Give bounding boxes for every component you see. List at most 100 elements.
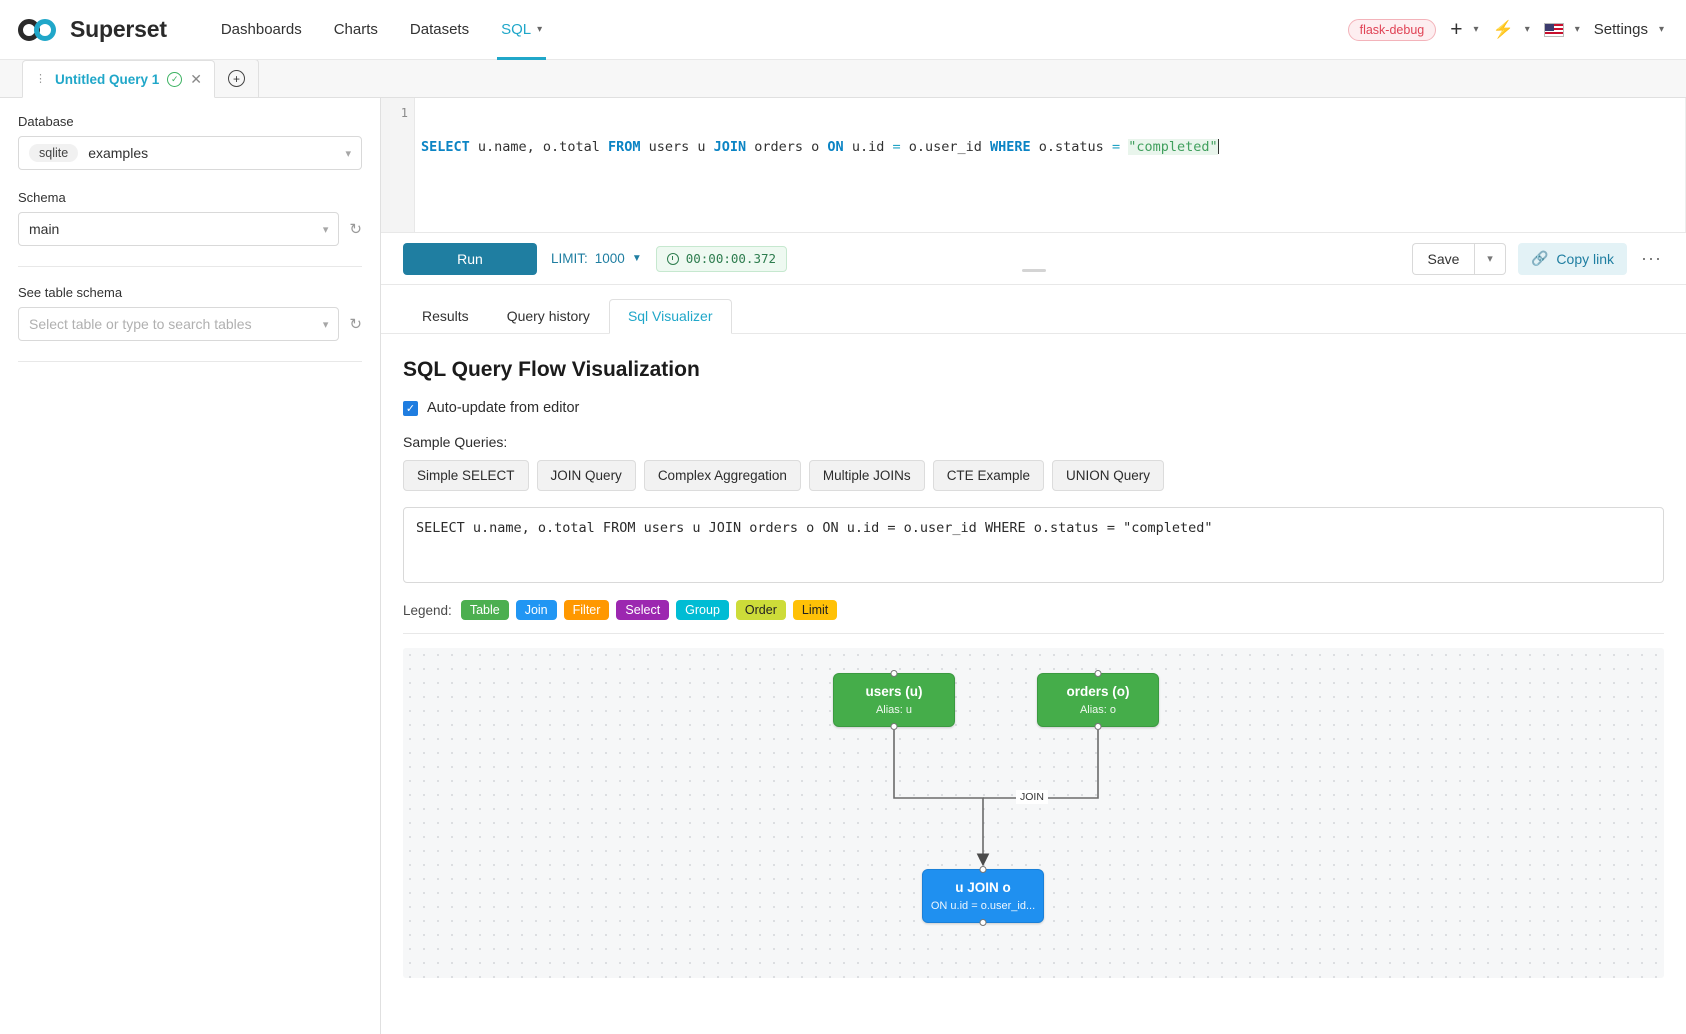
- code-token: JOIN: [713, 139, 747, 155]
- sample-button-cte-example[interactable]: CTE Example: [932, 460, 1044, 491]
- code-token: =: [892, 139, 901, 155]
- workspace: Database sqlite examples ▾ Schema main ▾…: [0, 98, 1686, 1034]
- nav-label-dashboards: Dashboards: [220, 21, 302, 38]
- chevron-down-icon: ▾: [1487, 253, 1493, 265]
- node-title: users (u): [865, 684, 923, 699]
- flow-node-orders[interactable]: orders (o) Alias: o: [1037, 670, 1159, 730]
- query-tab-bar: ⋮ Untitled Query 1 ✓ ✕ +: [0, 59, 1686, 98]
- nav-label-sql: SQL: [501, 21, 532, 38]
- node-subtitle: Alias: u: [875, 704, 913, 716]
- legend-chip-table: Table: [460, 600, 509, 620]
- us-flag-icon: [1543, 22, 1564, 37]
- sample-button-complex-aggregation[interactable]: Complex Aggregation: [643, 460, 801, 491]
- nav-item-charts[interactable]: Charts: [318, 0, 394, 60]
- flow-edges: [893, 730, 1099, 867]
- save-dropdown-button[interactable]: ▾: [1473, 242, 1506, 275]
- code-token: FROM: [607, 139, 641, 155]
- bolt-icon: ⚡: [1492, 20, 1514, 39]
- visualizer-sql-input[interactable]: [403, 507, 1664, 583]
- panel-resize-handle[interactable]: [1021, 269, 1046, 272]
- limit-dropdown[interactable]: LIMIT: 1000 ▼: [551, 251, 642, 266]
- refresh-schema-icon[interactable]: ↻: [349, 221, 362, 238]
- page-title: SQL Query Flow Visualization: [403, 358, 700, 381]
- auto-update-label[interactable]: Auto-update from editor: [427, 400, 580, 416]
- node-handle-bottom[interactable]: [979, 919, 987, 926]
- chevron-down-icon: ▾: [1574, 24, 1580, 35]
- node-handle-top[interactable]: [890, 670, 898, 677]
- sample-button-simple-select[interactable]: Simple SELECT: [403, 460, 529, 491]
- run-button[interactable]: Run: [403, 242, 537, 275]
- database-label: Database: [18, 114, 74, 129]
- nav-label-datasets: Datasets: [409, 21, 470, 38]
- code-token: o.user_id: [900, 139, 991, 155]
- sql-editor[interactable]: 1 SELECT u.name, o.total FROM users u JO…: [381, 98, 1686, 233]
- superset-logo[interactable]: Superset: [18, 16, 167, 43]
- table-select[interactable]: Select table or type to search tables ▾: [18, 307, 340, 341]
- database-select[interactable]: sqlite examples ▾: [18, 136, 362, 170]
- schema-value: main: [29, 221, 60, 237]
- query-tab-untitled-query-1[interactable]: ⋮ Untitled Query 1 ✓ ✕: [22, 60, 216, 98]
- node-handle-top[interactable]: [979, 866, 987, 873]
- limit-label: LIMIT:: [551, 251, 588, 266]
- text-cursor: [1217, 139, 1219, 154]
- more-options-icon[interactable]: ···: [1641, 248, 1662, 268]
- sample-button-multiple-joins[interactable]: Multiple JOINs: [808, 460, 925, 491]
- legend: Legend: Table Join Filter Select Group O…: [403, 586, 1664, 634]
- node-title: orders (o): [1066, 684, 1130, 699]
- auto-update-checkbox[interactable]: ✓: [403, 400, 418, 416]
- nav-item-dashboards[interactable]: Dashboards: [205, 0, 318, 60]
- code-token: orders o: [746, 139, 828, 155]
- code-token: [1120, 139, 1128, 155]
- copy-link-label: Copy link: [1556, 250, 1615, 267]
- new-query-tab-button[interactable]: +: [215, 59, 260, 97]
- main-nav: Dashboards Charts Datasets SQL ▾: [205, 0, 558, 60]
- brand-name: Superset: [70, 16, 167, 42]
- node-handle-bottom[interactable]: [1094, 723, 1102, 730]
- flow-canvas[interactable]: JOIN users (u) Alias: u orders (o) Alias…: [403, 648, 1664, 978]
- timer-value: 00:00:00.372: [685, 251, 777, 266]
- save-button[interactable]: Save: [1411, 242, 1474, 275]
- result-tab-bar: Results Query history Sql Visualizer: [381, 285, 1686, 334]
- nav-item-datasets[interactable]: Datasets: [394, 0, 485, 60]
- node-subtitle: Alias: o: [1079, 704, 1117, 716]
- settings-menu[interactable]: Settings ▾: [1594, 21, 1664, 38]
- node-handle-top[interactable]: [1094, 670, 1102, 677]
- code-token: u.id: [843, 139, 893, 155]
- flow-node-join[interactable]: u JOIN o ON u.id = o.user_id...: [922, 866, 1044, 926]
- drag-dots-icon[interactable]: ⋮: [35, 72, 47, 85]
- legend-label: Legend:: [403, 602, 452, 618]
- node-title: u JOIN o: [955, 880, 1011, 895]
- code-token: ON: [827, 139, 844, 155]
- right-editor-panel: 1 SELECT u.name, o.total FROM users u JO…: [381, 98, 1686, 1034]
- tab-results[interactable]: Results: [422, 308, 469, 324]
- code-token: =: [1111, 139, 1121, 155]
- flask-debug-badge[interactable]: flask-debug: [1347, 18, 1437, 41]
- nav-item-sql[interactable]: SQL ▾: [485, 0, 558, 60]
- database-engine-pill: sqlite: [29, 144, 79, 162]
- code-line-1: SELECT u.name, o.total FROM users u JOIN…: [421, 138, 1686, 157]
- close-icon[interactable]: ✕: [190, 70, 203, 87]
- line-number: 1: [400, 106, 408, 120]
- language-selector[interactable]: ▾: [1543, 22, 1580, 37]
- save-group: Save ▾: [1411, 242, 1506, 275]
- table-schema-label: See table schema: [18, 285, 123, 300]
- toolbar-right-group: Save ▾ 🔗 Copy link ···: [1411, 242, 1664, 275]
- code-token: SELECT: [421, 139, 470, 155]
- sample-button-join-query[interactable]: JOIN Query: [536, 460, 636, 491]
- flow-node-users[interactable]: users (u) Alias: u: [833, 670, 955, 730]
- sample-button-union-query[interactable]: UNION Query: [1051, 460, 1164, 491]
- refresh-tables-icon[interactable]: ↻: [349, 316, 362, 333]
- node-handle-bottom[interactable]: [890, 723, 898, 730]
- copy-link-button[interactable]: 🔗 Copy link: [1517, 242, 1628, 275]
- legend-chip-group: Group: [676, 600, 729, 620]
- tab-sql-visualizer[interactable]: Sql Visualizer: [608, 299, 732, 334]
- quick-actions-button[interactable]: ⚡ ▾: [1493, 21, 1530, 38]
- legend-chip-limit: Limit: [792, 600, 838, 620]
- new-menu-button[interactable]: + ▾: [1450, 19, 1478, 40]
- schema-select[interactable]: main ▾: [18, 212, 340, 246]
- query-valid-icon: ✓: [167, 71, 183, 87]
- legend-chip-order: Order: [735, 600, 786, 620]
- editor-code-area[interactable]: SELECT u.name, o.total FROM users u JOIN…: [415, 98, 1686, 232]
- tab-query-history[interactable]: Query history: [506, 308, 590, 324]
- sample-query-buttons: Simple SELECT JOIN Query Complex Aggrega…: [403, 460, 1664, 491]
